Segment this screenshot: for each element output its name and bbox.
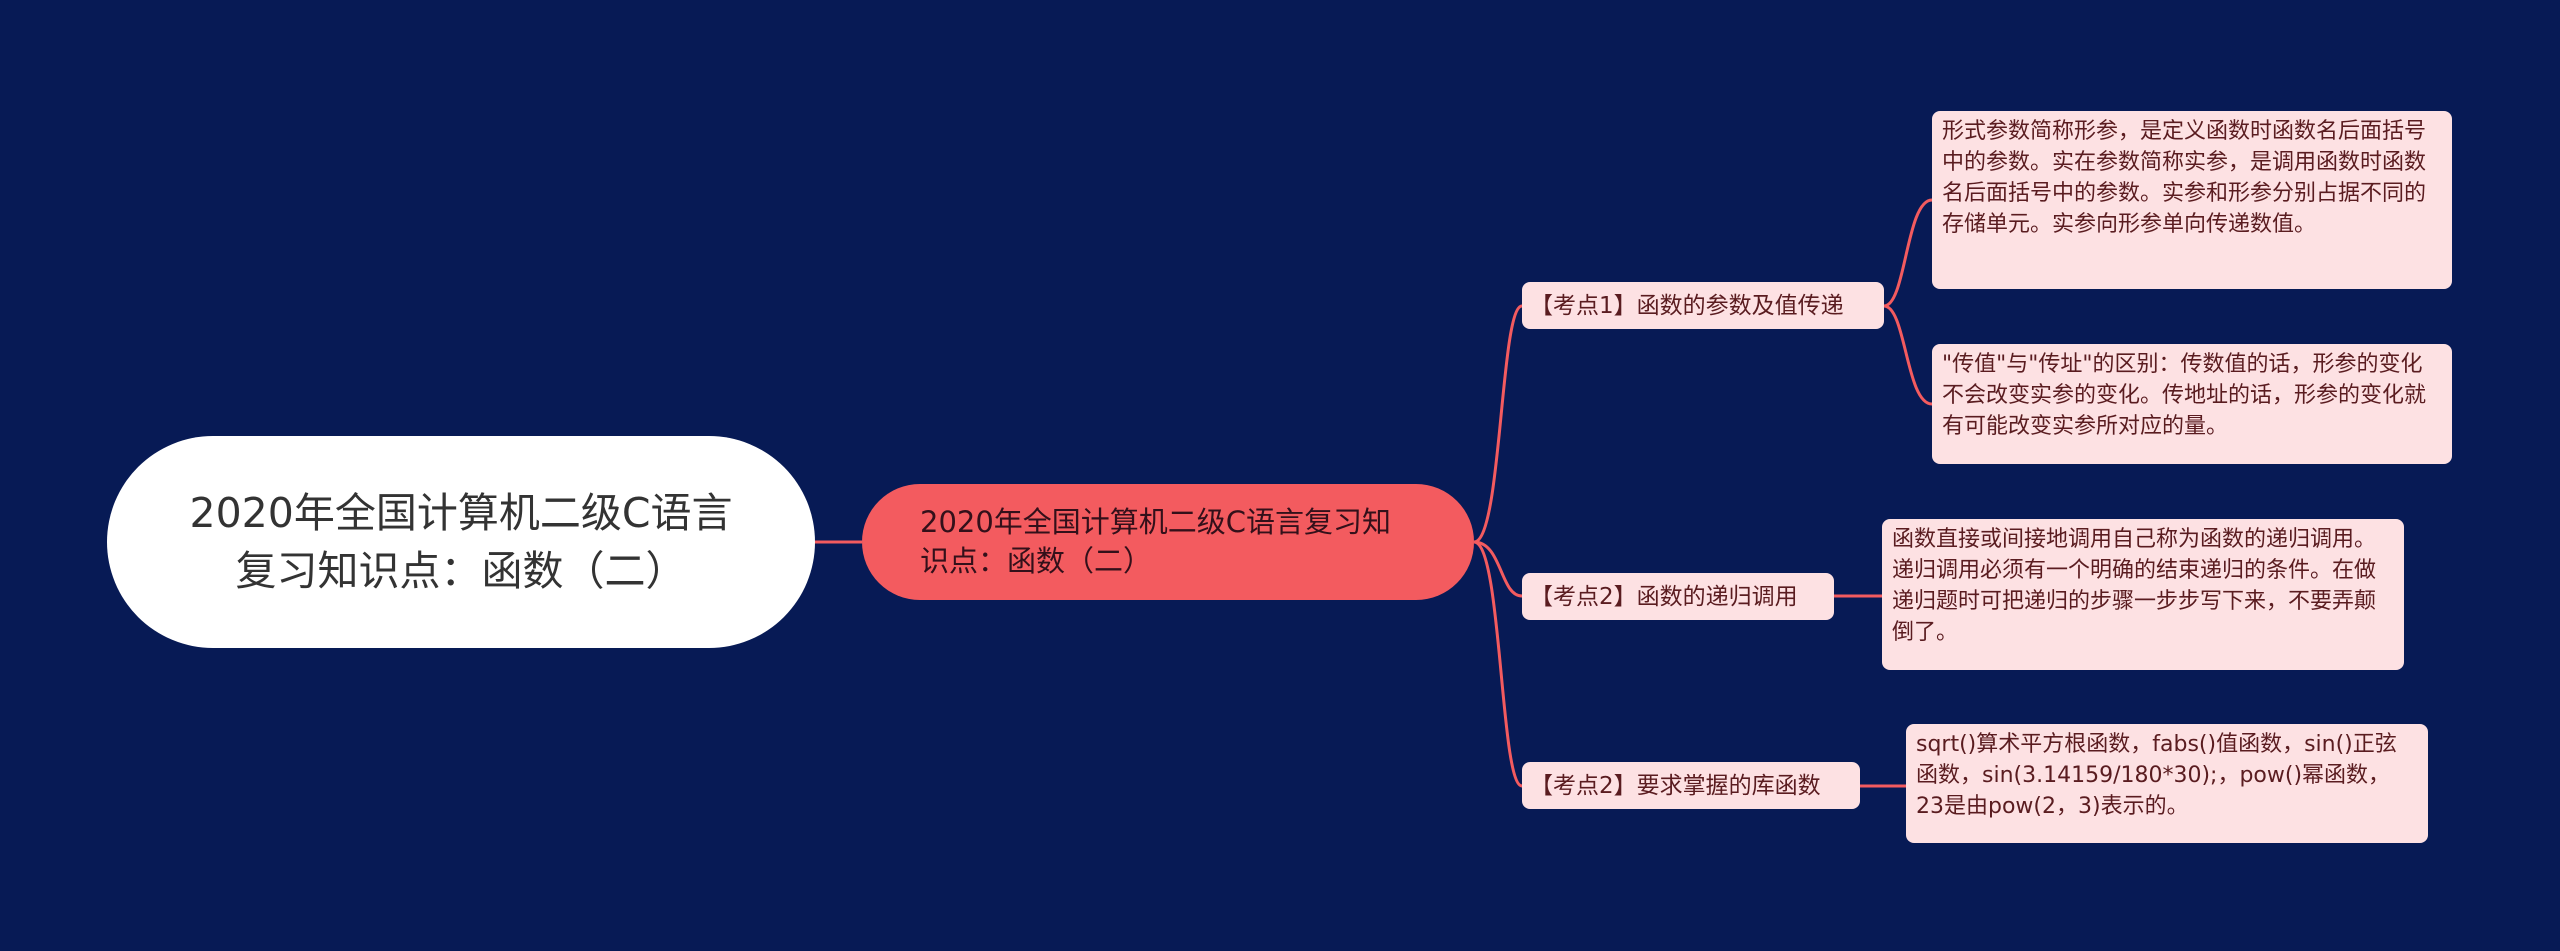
center-topic3-connector — [1473, 540, 1523, 788]
topic-label: 【考点2】要求掌握的库函数 — [1530, 773, 1821, 799]
center-topic2-connector — [1473, 540, 1523, 598]
topic-node-library-functions[interactable]: 【考点2】要求掌握的库函数 — [1522, 762, 1860, 809]
center-topic1-connector — [1473, 304, 1523, 544]
root-node[interactable]: 2020年全国计算机二级C语言复习知识点：函数（二） — [107, 436, 815, 648]
topic-label: 【考点2】函数的递归调用 — [1530, 584, 1798, 610]
topic-node-recursion[interactable]: 【考点2】函数的递归调用 — [1522, 573, 1834, 620]
detail-node-library-function-list[interactable]: sqrt()算术平方根函数，fabs()值函数，sin()正弦函数，sin(3.… — [1906, 724, 2428, 843]
center-node[interactable]: 2020年全国计算机二级C语言复习知识点：函数（二） — [862, 484, 1474, 600]
detail-text: sqrt()算术平方根函数，fabs()值函数，sin()正弦函数，sin(3.… — [1916, 732, 2397, 819]
topic-node-parameter-passing[interactable]: 【考点1】函数的参数及值传递 — [1522, 282, 1884, 329]
detail-text: "传值"与"传址"的区别：传数值的话，形参的变化不会改变实参的变化。传地址的话，… — [1942, 352, 2427, 439]
detail-text: 形式参数简称形参，是定义函数时函数名后面括号中的参数。实在参数简称实参，是调用函… — [1942, 119, 2427, 237]
topic1-detail2-connector — [1883, 304, 1933, 406]
detail-node-value-vs-address[interactable]: "传值"与"传址"的区别：传数值的话，形参的变化不会改变实参的变化。传地址的话，… — [1932, 344, 2452, 464]
detail-node-formal-actual-parameters[interactable]: 形式参数简称形参，是定义函数时函数名后面括号中的参数。实在参数简称实参，是调用函… — [1932, 111, 2452, 289]
center-title: 2020年全国计算机二级C语言复习知识点：函数（二） — [920, 505, 1392, 578]
topic1-detail1-connector — [1883, 198, 1933, 308]
detail-node-recursion-explanation[interactable]: 函数直接或间接地调用自己称为函数的递归调用。递归调用必须有一个明确的结束递归的条… — [1882, 519, 2404, 670]
topic-label: 【考点1】函数的参数及值传递 — [1530, 293, 1844, 319]
root-title: 2020年全国计算机二级C语言复习知识点：函数（二） — [189, 489, 733, 595]
detail-text: 函数直接或间接地调用自己称为函数的递归调用。递归调用必须有一个明确的结束递归的条… — [1892, 527, 2377, 645]
